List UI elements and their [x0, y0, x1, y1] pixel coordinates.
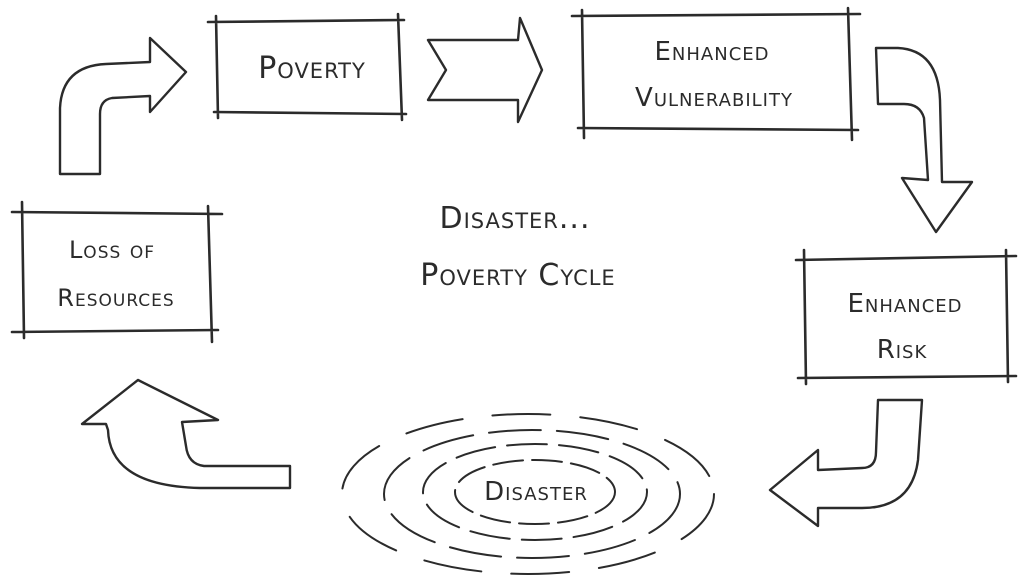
- curved-up-arrow: [80, 378, 292, 490]
- loss-of-resources-label-line-1: Loss of: [69, 236, 155, 264]
- node-enhanced-vulnerability: Enhanced Vulnerability: [570, 6, 862, 142]
- title-line-2: Poverty Cycle: [420, 258, 615, 293]
- poverty-box-outline: [206, 12, 408, 122]
- enhanced-risk-label-line-1: Enhanced: [847, 289, 962, 319]
- enhanced-vulnerability-label-line-1: Enhanced: [654, 37, 769, 67]
- chevron-right-arrow: [426, 16, 544, 124]
- enhanced-risk-box-outline: [794, 248, 1018, 386]
- disaster-label: Disaster: [484, 477, 588, 507]
- node-disaster: Disaster: [341, 413, 715, 575]
- arrow-poverty-to-vulnerability: [426, 16, 544, 124]
- arrow-vulnerability-to-risk: [874, 46, 974, 234]
- enhanced-vulnerability-label-line-2: Vulnerability: [635, 83, 793, 113]
- node-enhanced-risk: Enhanced Risk: [794, 248, 1018, 386]
- loss-of-resources-box-outline: [10, 200, 224, 344]
- curved-left-arrow: [768, 398, 924, 528]
- diagram-title: Disaster... Poverty Cycle: [420, 201, 615, 293]
- enhanced-vulnerability-box-outline: [570, 6, 862, 142]
- poverty-label: Poverty: [258, 51, 366, 86]
- node-loss-of-resources: Loss of Resources: [10, 200, 224, 344]
- arrow-disaster-to-loss: [80, 378, 292, 490]
- title-line-1: Disaster...: [439, 201, 590, 236]
- enhanced-risk-label-line-2: Risk: [877, 335, 928, 365]
- disaster-swirl-rings: [341, 413, 715, 575]
- arrow-loss-to-poverty: [58, 36, 188, 176]
- arrow-risk-to-disaster: [768, 398, 924, 528]
- curved-down-arrow: [874, 46, 974, 234]
- node-poverty: Poverty: [206, 12, 408, 122]
- loss-of-resources-label-line-2: Resources: [57, 284, 174, 312]
- curved-right-arrow: [58, 36, 188, 176]
